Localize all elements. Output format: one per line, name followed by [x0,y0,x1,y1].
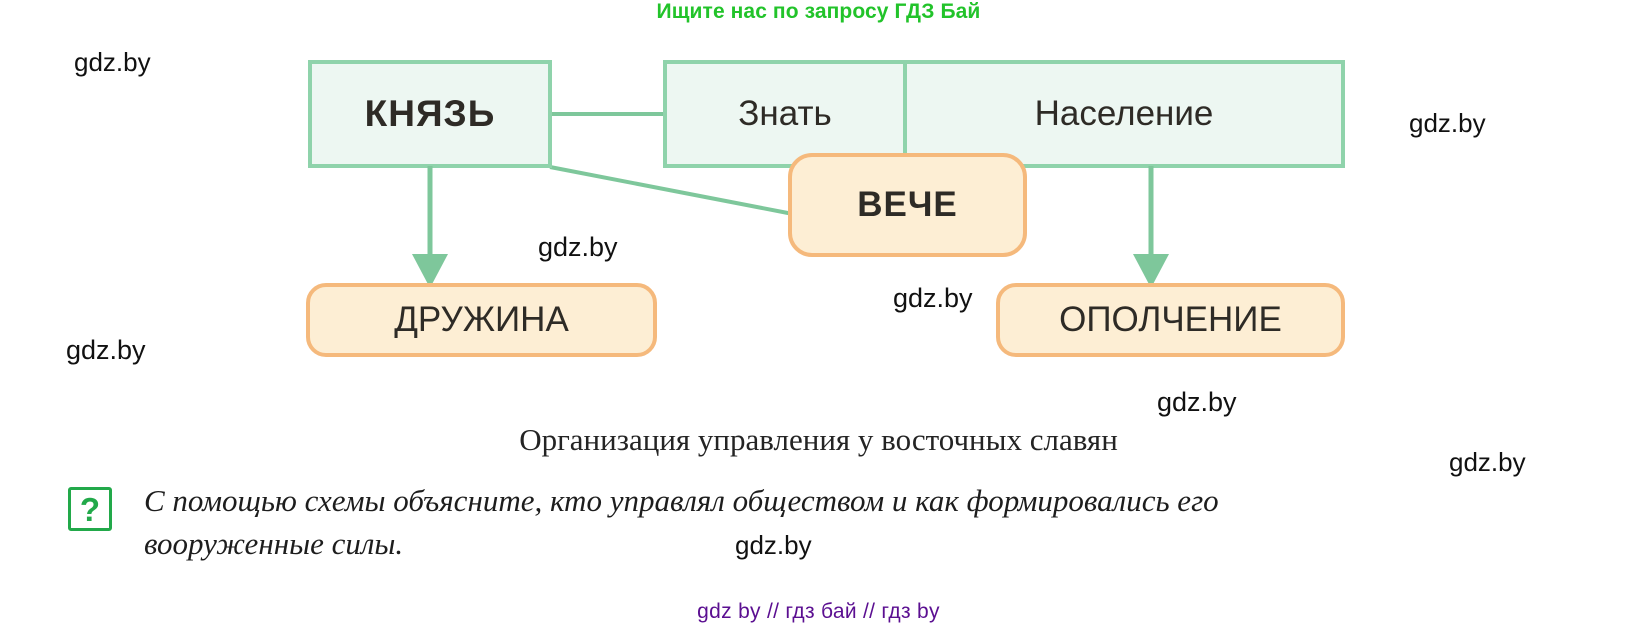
node-label-znat: Знать [738,94,832,133]
question-text-line-2: вооруженные силы. [144,525,404,561]
watermark: gdz.by [66,335,146,365]
question-text-line-1: С помощью схемы объясните, кто управлял … [144,483,1219,518]
watermark: gdz.by [1157,387,1237,417]
footer-links: gdz by // гдз бай // гдз by [697,600,940,623]
node-box-knyaz [308,60,552,168]
question-mark-icon: ? [68,487,112,531]
arrowhead-opolchenie [1133,254,1169,288]
watermark: gdz.by [893,283,973,313]
watermark: gdz.by [735,530,812,560]
watermark: gdz.by [74,47,151,77]
question-text: С помощью схемы объясните, кто управлял … [144,480,1544,566]
node-box-druzhina [306,283,657,357]
watermark: gdz.by [1409,108,1486,138]
arrowhead-druzhina [412,254,448,288]
node-label-opolchenie: ОПОЛЧЕНИЕ [1059,300,1282,339]
node-box-naselenie [903,60,1345,168]
watermark: gdz.by [538,232,618,262]
node-box-opolchenie [996,283,1345,357]
node-label-knyaz: КНЯЗЬ [364,93,496,134]
node-label-veche: ВЕЧЕ [857,185,958,224]
node-box-veche [788,153,1027,257]
node-label-druzhina: ДРУЖИНА [394,300,569,339]
promo-banner-text: Ищите нас по запросу ГДЗ Бай [656,0,981,23]
watermark: gdz.by [1449,447,1526,477]
edge-knyaz-veche [549,165,794,216]
node-box-znat [663,60,907,168]
node-label-naselenie: Население [1034,94,1214,133]
diagram-caption: Организация управления у восточных славя… [519,422,1118,457]
